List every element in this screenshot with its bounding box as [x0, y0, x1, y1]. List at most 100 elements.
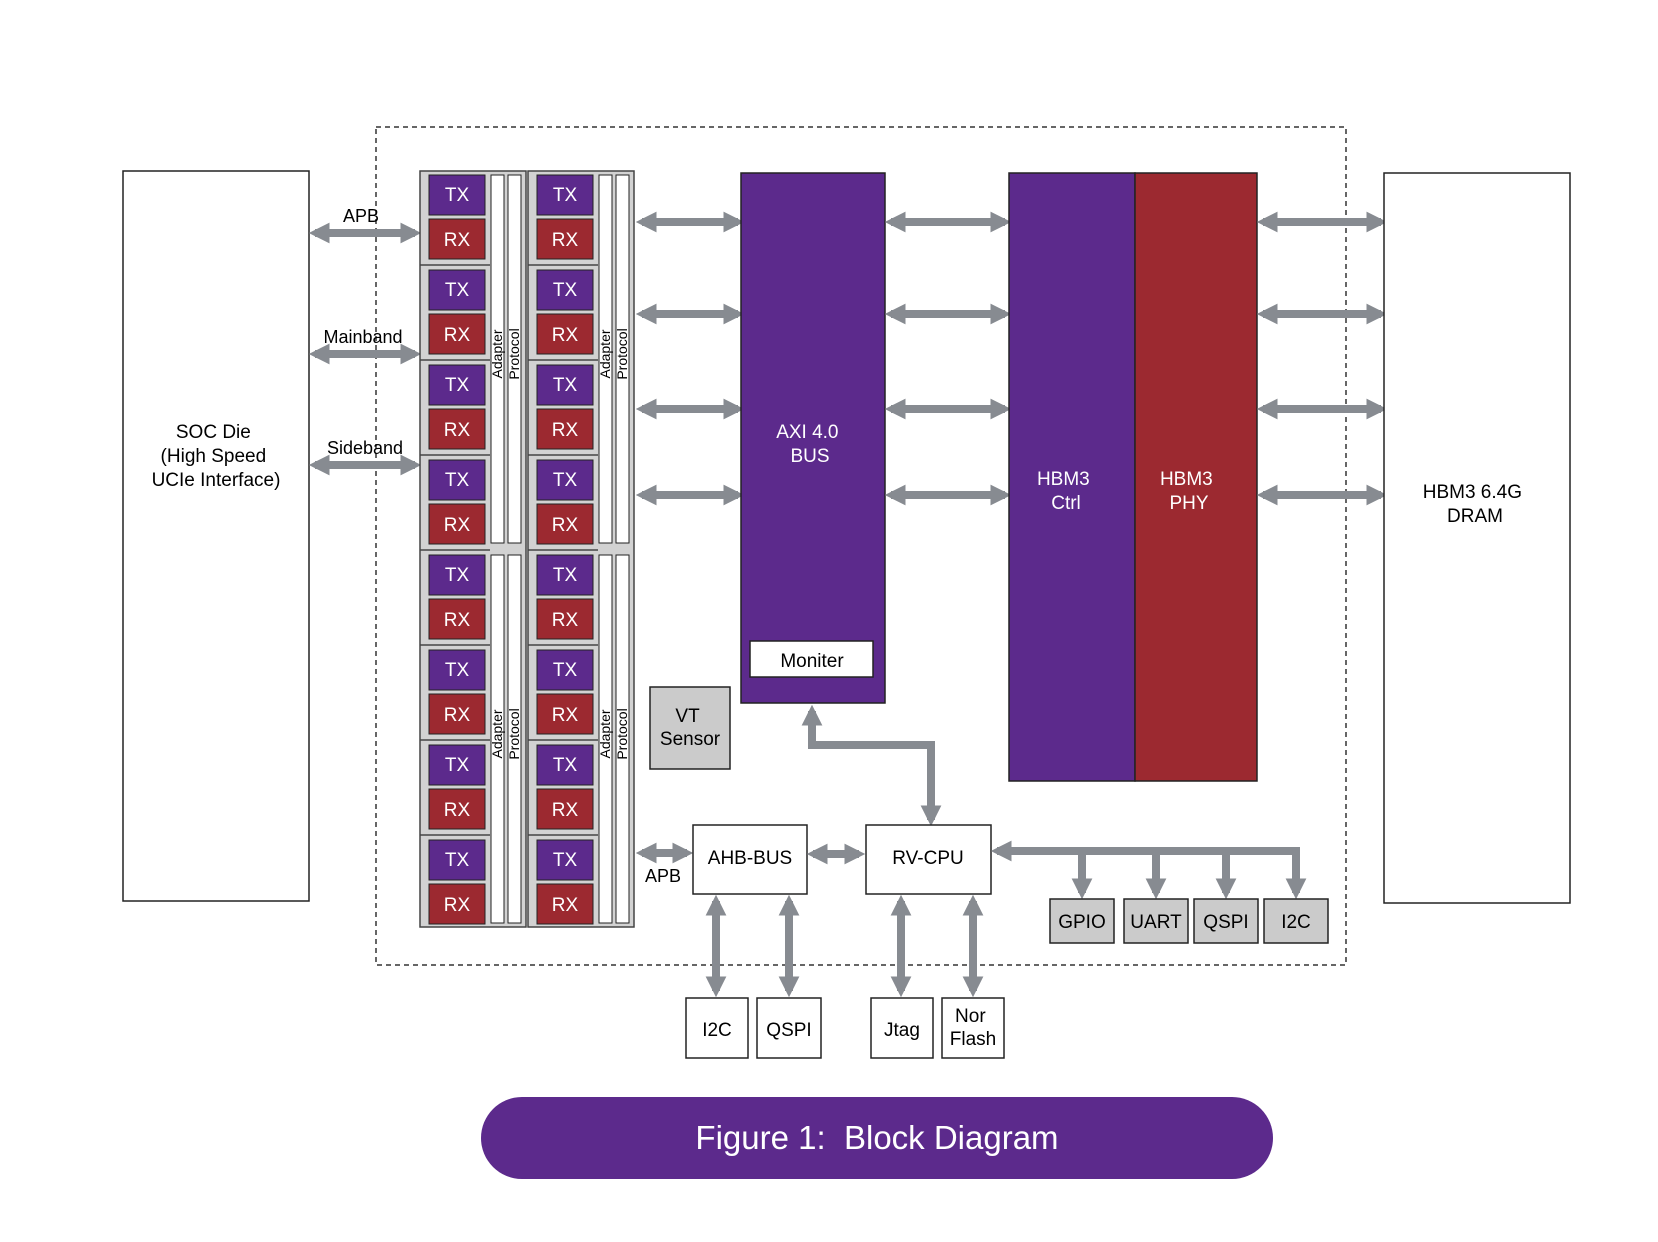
monitor-box: [749, 640, 874, 678]
chip-boundary: [375, 126, 1347, 966]
rx-lane: [536, 313, 594, 355]
ext-qspi-box: [756, 997, 822, 1059]
tx-lane: [536, 459, 594, 501]
rx-label: RX: [552, 705, 579, 726]
vt-sensor-label: VT Sensor: [660, 706, 721, 750]
tx-lane: [536, 649, 594, 691]
qspi-label: QSPI: [1203, 912, 1248, 933]
qspi-box: [1193, 898, 1259, 944]
rx-lane: [536, 218, 594, 260]
rx-lane: [428, 503, 486, 545]
tx-label: TX: [445, 470, 470, 491]
adapter-label: Adapter: [489, 709, 505, 758]
tx-label: TX: [553, 470, 578, 491]
tx-lane: [428, 554, 486, 596]
soc-die-box: [122, 170, 310, 902]
uart-label: UART: [1130, 912, 1182, 933]
adapter-strip: [490, 174, 505, 544]
apb-label: APB: [343, 206, 379, 226]
tx-label: TX: [553, 185, 578, 206]
tx-label: TX: [553, 565, 578, 586]
tx-lane: [536, 269, 594, 311]
tx-label: TX: [445, 280, 470, 301]
rx-lane: [428, 598, 486, 640]
soc-die-label: SOC Die (High Speed UCIe Interface): [152, 422, 281, 491]
figure-caption: Figure 1: Block Diagram: [695, 1119, 1058, 1156]
adapter-label: Adapter: [489, 329, 505, 378]
rx-lane: [536, 693, 594, 735]
rx-lane: [428, 883, 486, 925]
gpio-label: GPIO: [1058, 912, 1106, 933]
tx-label: TX: [553, 850, 578, 871]
tx-label: TX: [445, 185, 470, 206]
protocol-label: Protocol: [614, 708, 630, 759]
tx-label: TX: [445, 375, 470, 396]
protocol-strip: [615, 554, 630, 924]
rx-lane: [428, 313, 486, 355]
axi-ctrl-arrows: [884, 211, 1012, 506]
ext-i2c-label: I2C: [702, 1020, 732, 1041]
rx-label: RX: [552, 325, 579, 346]
sideband-label: Sideband: [327, 438, 403, 458]
cpu-peripheral-bus: [990, 840, 1307, 900]
jtag-box: [870, 997, 934, 1059]
rx-label: RX: [444, 230, 471, 251]
protocol-strip: [615, 174, 630, 544]
rx-lane: [428, 788, 486, 830]
rx-lane: [536, 408, 594, 450]
caption-pill: [481, 1097, 1273, 1179]
rx-lane: [428, 693, 486, 735]
lane-axi-arrows: [635, 211, 745, 506]
tx-lane: [428, 839, 486, 881]
rx-lane: [428, 218, 486, 260]
hbm3-ctrl-block: [1008, 172, 1136, 782]
axi-bus-label: AXI 4.0 BUS: [776, 422, 844, 467]
monitor-label: Moniter: [780, 651, 844, 672]
jtag-label: Jtag: [884, 1020, 920, 1041]
adapter-label: Adapter: [597, 329, 613, 378]
protocol-label: Protocol: [506, 328, 522, 379]
monitor-cpu-arrow: [801, 704, 942, 827]
tx-label: TX: [445, 850, 470, 871]
rx-label: RX: [444, 420, 471, 441]
protocol-label: Protocol: [614, 328, 630, 379]
hbm3-phy-label: HBM3 PHY: [1160, 469, 1218, 514]
rx-lane: [428, 408, 486, 450]
rx-label: RX: [552, 895, 579, 916]
tx-label: TX: [553, 280, 578, 301]
tx-label: TX: [553, 375, 578, 396]
tx-lane: [428, 269, 486, 311]
tx-lane: [428, 459, 486, 501]
tx-lane: [536, 174, 594, 216]
gpio-box: [1049, 898, 1115, 944]
tx-label: TX: [553, 755, 578, 776]
tx-lane: [536, 364, 594, 406]
adapter-strip: [598, 554, 613, 924]
tx-label: TX: [553, 660, 578, 681]
tx-lane: [536, 839, 594, 881]
nor-flash-box: [941, 997, 1005, 1059]
rx-label: RX: [444, 800, 471, 821]
soc-interface-arrows: [308, 222, 422, 476]
rv-cpu-label: RV-CPU: [892, 848, 963, 869]
mainband-label: Mainband: [323, 327, 402, 347]
adapter-label: Adapter: [597, 709, 613, 758]
axi-bus-block: [740, 172, 886, 704]
adapter-strip: [490, 554, 505, 924]
rx-label: RX: [552, 610, 579, 631]
tx-lane: [536, 554, 594, 596]
hbm3-ctrl-label: HBM3 Ctrl: [1037, 469, 1095, 514]
hbm3-dram-box: [1383, 172, 1571, 904]
tx-lane: [428, 649, 486, 691]
rx-label: RX: [444, 325, 471, 346]
i2c-box: [1263, 898, 1329, 944]
protocol-strip: [507, 554, 522, 924]
hbm3-dram-label: HBM3 6.4G DRAM: [1423, 482, 1528, 527]
tx-lane: [428, 174, 486, 216]
tx-label: TX: [445, 660, 470, 681]
protocol-label: Protocol: [506, 708, 522, 759]
protocol-strip: [507, 174, 522, 544]
nor-flash-label: Nor Flash: [950, 1006, 996, 1050]
rx-lane: [536, 598, 594, 640]
